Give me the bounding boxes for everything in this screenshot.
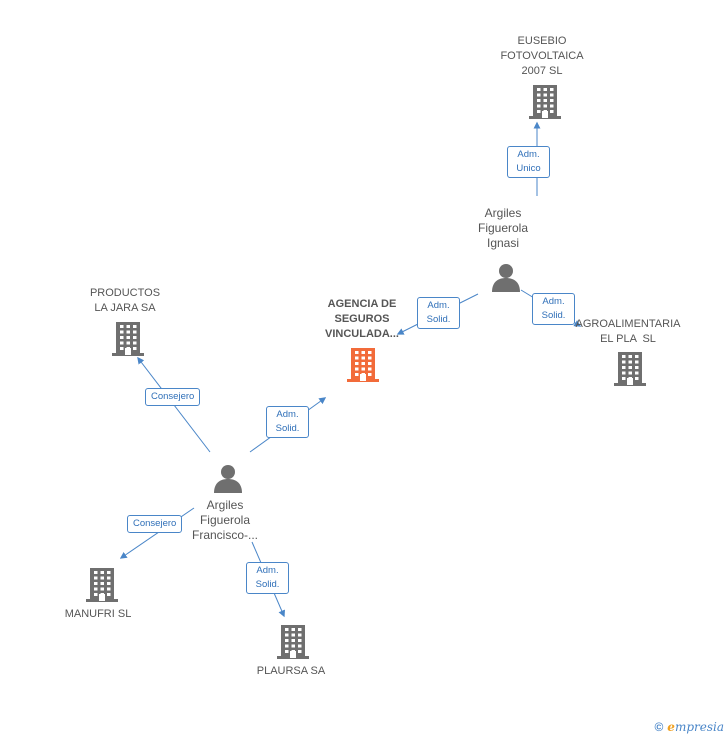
edge-label-adm-solid[interactable]: Adm. Solid.: [532, 293, 575, 325]
footer-brand: ©empresia: [654, 720, 724, 734]
node-label-line: AGENCIA DE: [327, 298, 397, 310]
node-label-line: Francisco-...: [191, 528, 259, 542]
building-icon: [112, 322, 144, 361]
edge-label-line: Adm.: [517, 149, 540, 160]
edge-label-line: Adm.: [256, 565, 279, 576]
edge-label-line: Adm.: [276, 409, 299, 420]
node-label-argiles-francisco[interactable]: Argiles Figuerola Francisco-...: [192, 498, 258, 543]
node-label-line: SEGUROS: [334, 313, 390, 325]
edge-label-line: Solid.: [275, 423, 300, 434]
building-icon: [277, 625, 309, 664]
node-label-line: EUSEBIO: [517, 35, 567, 47]
node-label-plaursa[interactable]: PLAURSA SA: [257, 664, 325, 679]
node-label-line: 2007 SL: [521, 65, 563, 77]
edge-label-line: Consejero: [151, 391, 195, 402]
edge-label-line: Solid.: [426, 314, 451, 325]
node-label-line: MANUFRI SL: [64, 608, 132, 620]
node-label-line: Figuerola: [199, 513, 251, 527]
brand-name: mpresia: [674, 720, 724, 734]
node-label-line: VINCULADA...: [325, 328, 399, 340]
node-label-eusebio[interactable]: EUSEBIO FOTOVOLTAICA 2007 SL: [500, 34, 583, 79]
edge-label-line: Solid.: [541, 310, 566, 321]
copyright-icon: ©: [654, 720, 664, 734]
edge-label-line: Unico: [516, 163, 541, 174]
person-icon: [491, 262, 521, 297]
node-label-line: EL PLA SL: [600, 333, 656, 345]
edge-label-line: Adm.: [542, 296, 565, 307]
building-icon: [86, 568, 118, 607]
building-icon: [529, 85, 561, 124]
edge-label-consejero[interactable]: Consejero: [127, 515, 183, 533]
edge-label-adm-solid[interactable]: Adm. Solid.: [417, 297, 460, 329]
node-label-line: PLAURSA SA: [256, 665, 326, 677]
node-label-line: Argiles: [206, 498, 244, 512]
edge-label-adm-unico[interactable]: Adm. Unico: [507, 146, 550, 178]
node-label-argiles-ignasi[interactable]: Argiles Figuerola Ignasi: [478, 206, 528, 251]
edge-label-line: Adm.: [427, 300, 450, 311]
edge-label-line: Solid.: [255, 579, 280, 590]
node-label-agencia[interactable]: AGENCIA DE SEGUROS VINCULADA...: [325, 297, 399, 342]
node-label-line: PRODUCTOS: [89, 287, 161, 299]
node-label-agroalimentaria[interactable]: AGROALIMENTARIA EL PLA SL: [576, 317, 681, 347]
node-label-line: LA JARA SA: [94, 302, 156, 314]
node-label-line: Argiles: [484, 206, 522, 220]
person-icon: [213, 463, 243, 498]
brand-logo: empresia: [667, 720, 724, 734]
building-icon: [347, 348, 379, 387]
edge-label-adm-solid[interactable]: Adm. Solid.: [246, 562, 289, 594]
building-icon: [614, 352, 646, 391]
brand-initial: e: [667, 720, 675, 734]
edge-label-adm-solid[interactable]: Adm. Solid.: [266, 406, 309, 438]
node-label-line: Ignasi: [486, 236, 520, 250]
node-label-manufri[interactable]: MANUFRI SL: [65, 607, 132, 622]
edge-label-consejero[interactable]: Consejero: [145, 388, 201, 406]
node-label-line: FOTOVOLTAICA: [500, 50, 584, 62]
node-label-line: Figuerola: [477, 221, 529, 235]
node-label-line: AGROALIMENTARIA: [575, 318, 681, 330]
edge-label-line: Consejero: [133, 518, 177, 529]
node-label-productos[interactable]: PRODUCTOS LA JARA SA: [90, 286, 160, 316]
